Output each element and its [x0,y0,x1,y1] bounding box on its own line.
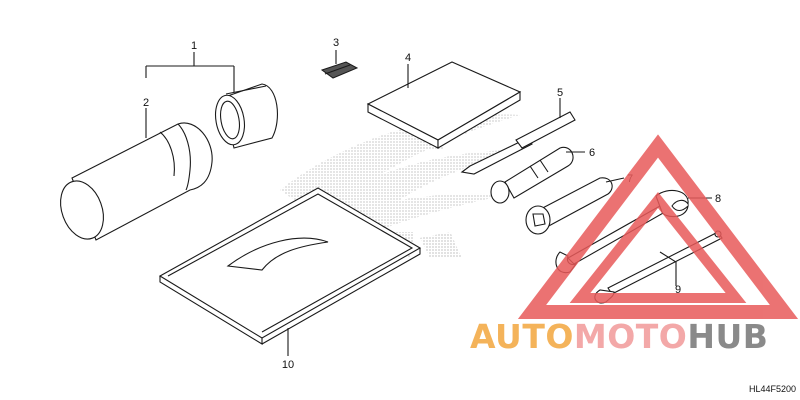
socket-handle [490,146,574,204]
small-pad [320,61,359,79]
screwdriver [460,111,576,175]
watermark-hub: HUB [687,317,768,356]
callout-9: 9 [675,284,681,296]
watermark-auto: AUTO [470,317,574,356]
tube-cap [214,83,278,149]
callout-2: 2 [143,97,149,109]
callout-5: 5 [557,87,563,99]
callout-8: 8 [715,193,721,205]
tool-tube [60,122,213,241]
callout-10: 10 [282,359,294,371]
watermark-moto: MOTO [574,317,687,356]
leader-lines [145,50,712,356]
owners-manual [366,61,522,149]
watermark-wordmark: AUTOMOTOHUB [470,317,768,356]
watermark-triangle-logo [517,134,799,319]
callout-6: 6 [589,147,595,159]
socket-wrench [525,177,613,235]
diagram-code: HL44F5200 [749,384,796,394]
callout-3: 3 [333,37,339,49]
tool-pouch [158,187,422,345]
callout-1: 1 [191,40,197,52]
callout-4: 4 [405,52,411,64]
